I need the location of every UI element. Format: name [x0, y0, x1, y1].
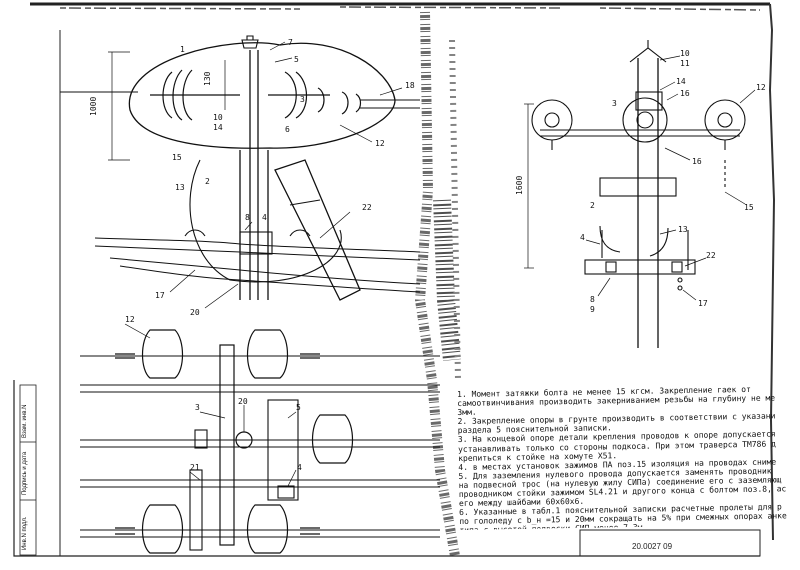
callout-label: 4	[262, 213, 267, 222]
scan-noise	[414, 11, 461, 557]
left-elevation-view	[60, 35, 421, 309]
callout-label: 11	[680, 59, 690, 68]
callout-label: 17	[698, 299, 708, 308]
callout-label: 20	[190, 308, 200, 317]
callout-label: 22	[706, 251, 716, 260]
right-elevation-view	[524, 40, 756, 348]
callout-label: 1000	[89, 97, 98, 116]
stamp-column: Инв.N подл. Подпись и дата Взам. инв.N	[6, 390, 28, 550]
callout-label: 3	[195, 403, 200, 412]
callout-label: 3	[612, 99, 617, 108]
callout-label: 13	[175, 183, 185, 192]
callout-label: 21	[190, 463, 200, 472]
callout-label: 12	[375, 139, 385, 148]
callout-label: 17	[155, 291, 165, 300]
callout-label: 2	[205, 177, 210, 186]
callout-label: 5	[294, 55, 299, 64]
stamp-field: Взам. инв.N	[22, 404, 28, 438]
callout-label: 15	[744, 203, 754, 212]
callout-label: 2	[590, 201, 595, 210]
left-plan-view	[80, 323, 440, 554]
callout-label: 8	[590, 295, 595, 304]
callout-label: 20	[238, 397, 248, 406]
callout-label: 1	[180, 45, 185, 54]
callout-label: 12	[125, 315, 135, 324]
callout-label: 14	[676, 77, 686, 86]
left-plan-labels: 12 3 20 5 21 4	[125, 315, 302, 472]
callout-label: 6	[285, 125, 290, 134]
callout-label: 8	[245, 213, 250, 222]
callout-label: 14	[213, 123, 223, 132]
right-elevation-labels: 10 11 14 16 12 3 16 15 1600 2 13 4 22 8 …	[515, 49, 766, 314]
left-elevation-labels: 1 130 1000 7 5 3 10 14 6 18 12 15 2 13 8…	[89, 38, 415, 317]
sheet-code: 20.0027 09	[632, 542, 673, 551]
callout-label: 22	[362, 203, 372, 212]
callout-label: 16	[680, 89, 690, 98]
callout-label: 130	[203, 71, 212, 86]
callout-label: 10	[213, 113, 223, 122]
scan-edge-artifacts	[13, 2, 776, 557]
callout-label: 5	[296, 403, 301, 412]
explanatory-notes: 1. Момент затяжки болта не менее 15 кгсм…	[457, 384, 800, 530]
callout-label: 12	[756, 83, 766, 92]
callout-label: 7	[288, 38, 293, 47]
callout-label: 4	[580, 233, 585, 242]
callout-label: 3	[300, 95, 305, 104]
callout-label: 9	[590, 305, 595, 314]
callout-label: 15	[172, 153, 182, 162]
callout-label: 16	[692, 157, 702, 166]
callout-label: 18	[405, 81, 415, 90]
callout-label: 4	[297, 463, 302, 472]
callout-label: 1600	[515, 176, 524, 195]
callout-label: 10	[680, 49, 690, 58]
callout-label: 13	[678, 225, 688, 234]
